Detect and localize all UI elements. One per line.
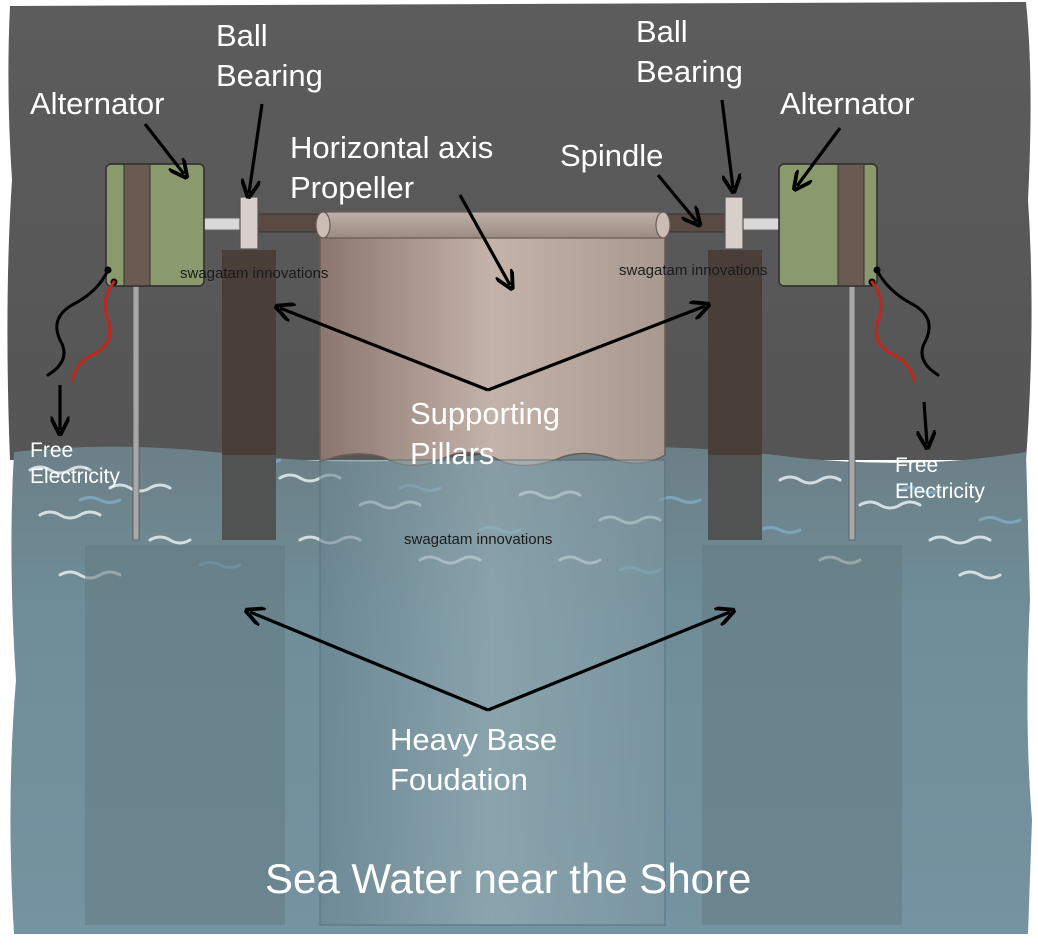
foundation-block-left [85,545,285,925]
ball-bearing-right [724,196,744,250]
alternator-right [778,163,878,287]
rod-left [132,284,140,541]
label-foundation-1: Heavy Base [390,722,557,757]
label-foundation-2: Foudation [390,762,528,797]
propeller-drum-underwater [319,459,666,926]
label-alternator-right: Alternator [780,86,914,121]
label-ball-bearing-right-1: Ball [636,14,688,49]
watermark-left: swagatam innovations [180,265,328,282]
arrow-foundation-right [487,612,730,712]
watermark-right: swagatam innovations [619,262,767,279]
arrow-pillar-right [487,306,705,392]
shaft-left-outer [203,217,245,231]
label-free-right-2: Electricity [895,480,985,503]
rod-right [848,284,856,541]
wires-right [868,266,940,382]
spindle-right [661,213,729,233]
label-propeller-1: Horizontal axis [290,130,493,165]
spindle-left [257,213,325,233]
label-alternator-left: Alternator [30,86,164,121]
pillar-right [708,250,762,540]
label-spindle: Spindle [560,138,663,173]
watermark-center: swagatam innovations [404,531,552,548]
label-ball-bearing-left-1: Ball [216,18,268,53]
propeller-drum [319,225,666,467]
ball-bearing-left [239,196,259,250]
axle-cap-left [315,211,331,239]
label-ball-bearing-left-2: Bearing [216,58,323,93]
arrow-alternator-left [143,123,184,174]
label-free-left-2: Electricity [30,465,120,488]
arrow-pillar-left [280,308,489,392]
arrows [60,99,927,712]
label-ball-bearing-right-2: Bearing [636,54,743,89]
arrow-free-right [924,401,927,444]
arrow-alternator-right [797,127,842,186]
alternator-left [105,163,205,287]
label-propeller-2: Propeller [290,170,414,205]
arrow-bearing-right [720,99,733,188]
axle-cap-right [655,211,671,239]
label-free-left-1: Free [30,439,73,462]
arrow-propeller [458,194,510,285]
shaft-right-outer [741,217,783,231]
wires-left [46,266,118,382]
label-free-right-1: Free [895,454,938,477]
label-sea-water: Sea Water near the Shore [265,855,751,902]
arrow-bearing-left [249,103,264,193]
label-pillars-1: Supporting [410,396,560,431]
arrow-foundation-left [250,612,489,712]
propeller-axle [319,211,666,239]
label-pillars-2: Pillars [410,436,494,471]
arrow-spindle [656,173,697,222]
pillar-left [222,250,276,540]
